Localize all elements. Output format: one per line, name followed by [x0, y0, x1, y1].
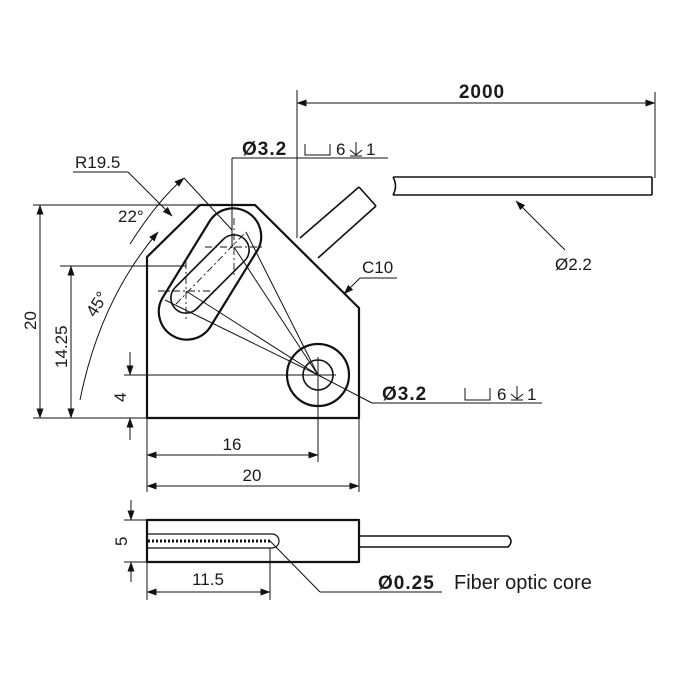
dim-height-hole-text: 4: [111, 393, 130, 402]
dim-side-length-text: 11.5: [192, 570, 224, 589]
front-view: [145, 186, 377, 420]
callout-fiber-dia: Ø0.25: [378, 573, 435, 594]
dim-height-slot: 14.25: [52, 265, 186, 419]
dim-width-hole: 16: [146, 388, 319, 492]
dim-side-thickness: 5: [112, 500, 147, 582]
dim-height-total-text: 20: [21, 311, 40, 330]
depth-icon: [349, 142, 363, 157]
dim-angle-45-text: 45°: [82, 288, 112, 320]
callout-bottom-hole-dia: Ø3.2: [382, 384, 427, 405]
cable: [392, 176, 653, 196]
dim-cable-diameter-text: Ø2.2: [555, 255, 592, 274]
dim-side-thickness-text: 5: [112, 537, 131, 546]
dim-angle-22-text: 22°: [118, 207, 144, 226]
dim-width-hole-text: 16: [223, 435, 242, 454]
callout-fiber-label: Fiber optic core: [454, 572, 592, 594]
callout-top-hole: Ø3.2 6 1: [231, 139, 388, 248]
side-view: [145, 518, 512, 564]
dim-radius: R19.5: [73, 153, 173, 217]
dim-height-total: 20: [21, 204, 200, 419]
dim-cable-length: 2000: [296, 82, 656, 238]
dim-radius-text: R19.5: [75, 153, 120, 172]
dim-side-length: 11.5: [146, 548, 271, 600]
counterbore-icon: [464, 388, 491, 401]
cable-exit: [299, 186, 377, 259]
dim-cable-length-text: 2000: [459, 82, 505, 103]
fiber-core: [147, 533, 280, 549]
dim-width-total: 20: [146, 418, 360, 492]
dim-chamfer: C10: [343, 258, 397, 295]
callout-bottom-hole: Ø3.2 6 1: [317, 374, 542, 405]
callout-top-hole-depth: 1: [366, 140, 375, 159]
counterbore-icon: [304, 144, 331, 156]
callout-fiber: Ø0.25 Fiber optic core: [269, 540, 592, 594]
dim-height-hole: 4: [111, 352, 318, 440]
dim-cable-diameter: Ø2.2: [515, 200, 592, 274]
callout-top-hole-dia: Ø3.2: [242, 139, 287, 160]
callout-top-hole-cb: 6: [336, 140, 345, 159]
depth-icon: [510, 386, 524, 401]
dim-width-total-text: 20: [243, 466, 262, 485]
dim-chamfer-text: C10: [362, 258, 393, 277]
dim-height-slot-text: 14.25: [52, 325, 71, 368]
callout-bottom-hole-depth: 1: [527, 385, 536, 404]
callout-bottom-hole-cb: 6: [497, 385, 506, 404]
construction-lines: [164, 231, 319, 376]
